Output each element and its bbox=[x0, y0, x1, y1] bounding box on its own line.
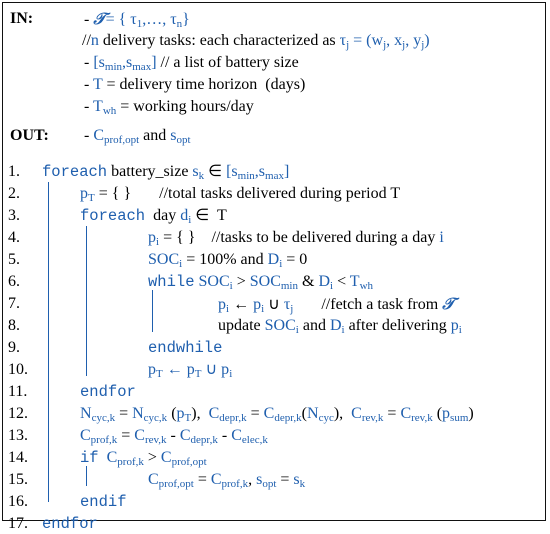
line-number: 6. bbox=[8, 273, 20, 290]
indent-guide-foreach-battery bbox=[48, 182, 49, 502]
code-line-16: endif bbox=[80, 493, 127, 511]
code-line-5: SOCi = 100% and Di = 0 bbox=[148, 251, 308, 270]
algorithm-frame bbox=[2, 2, 546, 521]
calligraphic-t-symbol: 𝒯 bbox=[93, 9, 106, 28]
code-line-9: endwhile bbox=[148, 339, 223, 357]
out-label: OUT: bbox=[10, 127, 49, 144]
input-horizon: - T = delivery time horizon (days) bbox=[84, 76, 306, 93]
code-line-2: pT = { } //total tasks delivered during … bbox=[80, 185, 401, 204]
code-line-4: pi = { } //tasks to be delivered during … bbox=[148, 229, 444, 248]
code-line-8: update SOCi and Di after delivering pi bbox=[218, 317, 462, 336]
code-line-15: Cprof,opt = Cprof,k, sopt = sk bbox=[148, 471, 306, 490]
indent-guide-foreach-day bbox=[86, 226, 87, 376]
line-number: 5. bbox=[8, 251, 20, 268]
line-number: 4. bbox=[8, 229, 20, 246]
code-line-17: endfor bbox=[42, 515, 98, 533]
line-number: 16. bbox=[8, 493, 28, 510]
in-label: IN: bbox=[10, 10, 34, 27]
calligraphic-t-symbol: 𝒯 bbox=[442, 294, 455, 313]
line-number: 7. bbox=[8, 295, 20, 312]
indent-guide-while bbox=[152, 290, 153, 332]
line-number: 14. bbox=[8, 449, 28, 466]
line-number: 17. bbox=[8, 515, 28, 532]
input-tasks: - 𝒯= { τ1,…, τn} bbox=[84, 9, 190, 30]
line-number: 15. bbox=[8, 471, 28, 488]
output-values: - Cprof,opt and sopt bbox=[84, 127, 191, 146]
code-line-6: while SOCi > SOCmin & Di < Twh bbox=[148, 273, 374, 292]
line-number: 2. bbox=[8, 185, 20, 202]
input-battery: - [smin,smax] // a list of battery size bbox=[84, 54, 299, 73]
code-line-11: endfor bbox=[80, 383, 136, 401]
code-line-14: if Cprof,k > Cprof,opt bbox=[80, 449, 207, 468]
line-number: 11. bbox=[8, 383, 28, 400]
code-line-1: foreach battery_size sk ∈ [smin,smax] bbox=[42, 163, 290, 182]
input-work: - Twh = working hours/day bbox=[84, 98, 254, 117]
code-line-10: pT ← pT ∪ pi bbox=[148, 361, 233, 380]
line-number: 9. bbox=[8, 339, 20, 356]
line-number: 8. bbox=[8, 317, 20, 334]
code-line-3: foreach day di ∈ T bbox=[80, 207, 227, 226]
input-tasks-comment: //n delivery tasks: each characterized a… bbox=[82, 32, 430, 51]
code-line-7: pi ← pi ∪ τj //fetch a task from 𝒯 bbox=[218, 294, 455, 315]
line-number: 10. bbox=[8, 361, 28, 378]
indent-guide-if bbox=[86, 466, 87, 486]
line-number: 13. bbox=[8, 427, 28, 444]
line-number: 12. bbox=[8, 405, 28, 422]
code-line-13: Cprof,k = Crev,k - Cdepr,k - Celec,k bbox=[80, 427, 268, 446]
line-number: 3. bbox=[8, 207, 20, 224]
code-line-12: Ncyc,k = Ncyc,k (pT), Cdepr,k = Cdepr,k(… bbox=[80, 405, 474, 424]
line-number: 1. bbox=[8, 163, 20, 180]
